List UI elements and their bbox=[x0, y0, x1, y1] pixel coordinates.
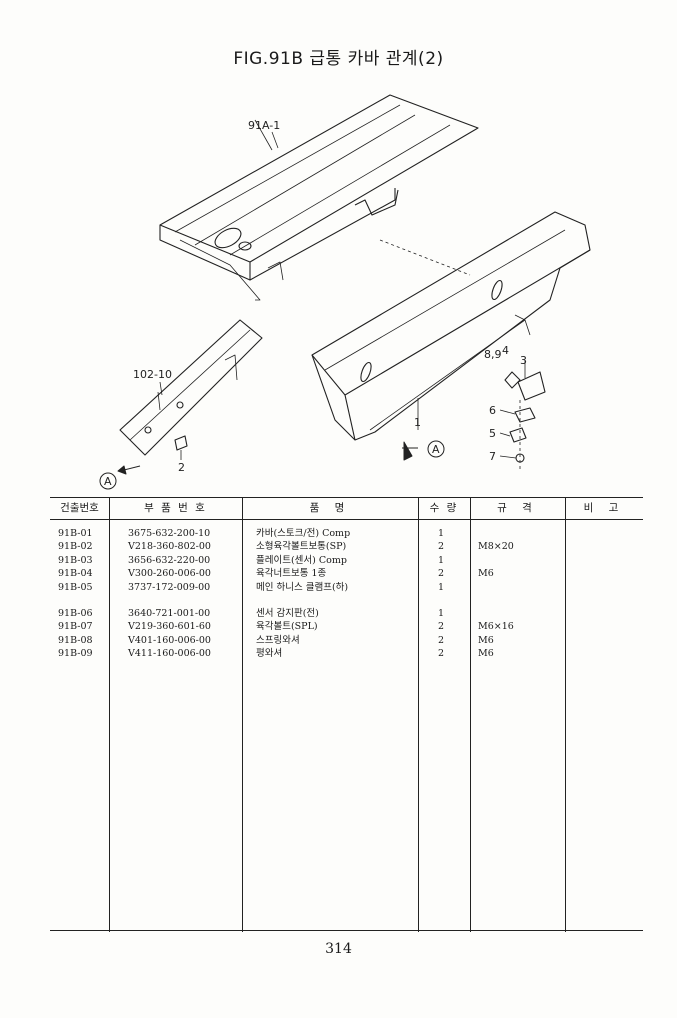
label-1: 1 bbox=[414, 416, 421, 429]
panel-91a-1-drawing bbox=[159, 94, 479, 301]
bracket-102-10-drawing bbox=[119, 319, 263, 456]
header-name: 품 명 bbox=[309, 502, 351, 514]
table-row: 91B-07 V219-360-601-60 육각볼트(SPL) 2 M6×16 bbox=[58, 621, 514, 633]
label-6: 6 bbox=[489, 404, 496, 417]
arrow-a-right bbox=[402, 440, 445, 461]
header-qty: 수 량 bbox=[429, 502, 459, 514]
parts-table: 건출번호 부 품 번 호 품 명 수 량 규 격 비 고 91B-01 3675… bbox=[50, 497, 643, 932]
label-8-9: 8,9 bbox=[484, 348, 502, 361]
table-row: 91B-09 V411-160-006-00 평와셔 2 M6 bbox=[58, 648, 494, 660]
label-102-10: 102-10 bbox=[133, 368, 172, 381]
exploded-parts-diagram: 91A-1 102-10 2 A A 1 8,9 4 3 6 5 7 bbox=[99, 94, 591, 490]
table-row: 91B-04 V300-260-006-00 육각너트보통 1종 2 M6 bbox=[58, 568, 494, 580]
label-5: 5 bbox=[489, 427, 496, 440]
table-body: 91B-01 3675-632-200-10 카바(스토크/전) Comp 1 … bbox=[50, 527, 643, 661]
cover-part-1-drawing bbox=[311, 211, 591, 441]
table-row: 91B-02 V218-360-802-00 소형육각볼트보통(SP) 2 M8… bbox=[58, 541, 514, 553]
label-91a-1: 91A-1 bbox=[248, 119, 280, 132]
arrow-a-left bbox=[99, 465, 141, 490]
label-3: 3 bbox=[520, 354, 527, 367]
sensor-hardware-drawing bbox=[499, 360, 546, 470]
table-row: 91B-08 V401-160-006-00 스프링와셔 2 M6 bbox=[58, 634, 494, 646]
figure-title: FIG.91B 급통 카바 관계(2) bbox=[233, 49, 444, 69]
header-no: 건출번호 bbox=[60, 502, 99, 514]
table-row: 91B-03 3656-632-220-00 플레이트(센서) Comp 1 bbox=[58, 554, 445, 566]
label-7: 7 bbox=[489, 450, 496, 463]
page-number: 314 bbox=[325, 941, 352, 957]
label-a-left: A bbox=[104, 475, 112, 488]
table-row: 91B-05 3737-172-009-00 메인 하니스 클램프(하) 1 bbox=[58, 581, 445, 593]
header-spec: 규 격 bbox=[497, 502, 538, 514]
label-a-right: A bbox=[432, 443, 440, 456]
table-row: 91B-01 3675-632-200-10 카바(스토크/전) Comp 1 bbox=[58, 528, 445, 539]
header-note: 비 고 bbox=[583, 502, 625, 514]
header-part-number: 부 품 번 호 bbox=[144, 502, 207, 514]
label-2: 2 bbox=[178, 461, 185, 474]
table-row: 91B-06 3640-721-001-00 센서 감지판(전) 1 bbox=[58, 607, 445, 619]
bolt-2-drawing bbox=[174, 435, 188, 460]
label-4: 4 bbox=[502, 344, 509, 357]
